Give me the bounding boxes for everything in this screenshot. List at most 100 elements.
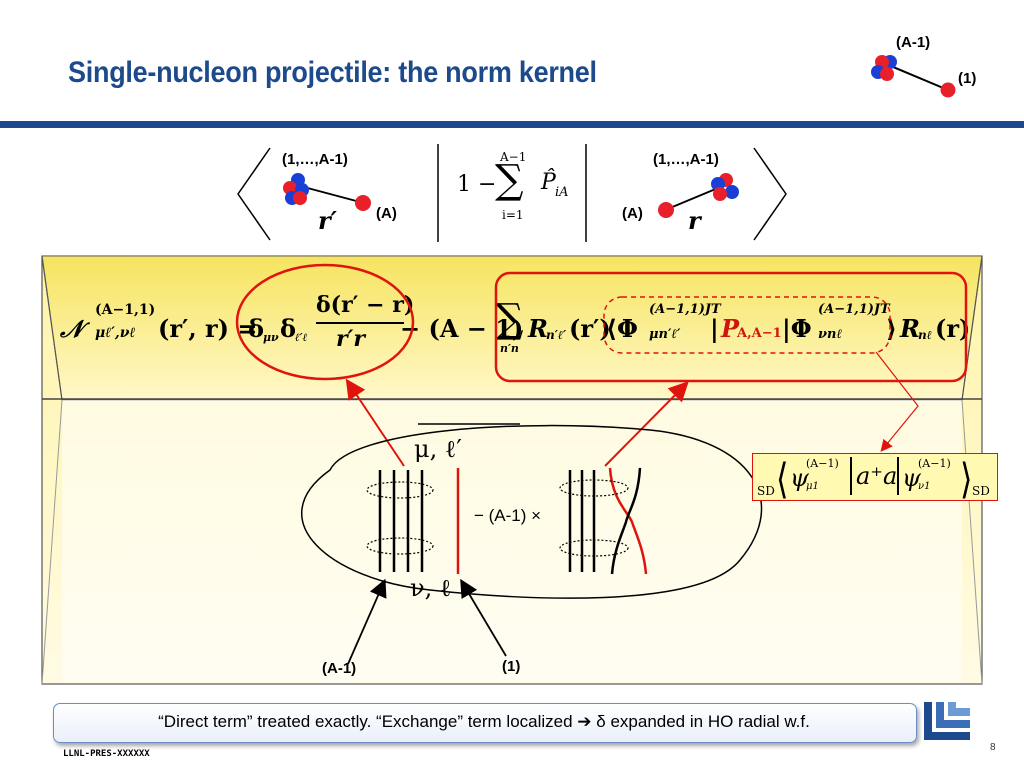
radial-left-arg: (r′) (569, 314, 611, 343)
llnl-logo-icon (924, 702, 970, 740)
direct-cluster-lines (378, 470, 424, 572)
corner-cluster-label: (A-1) (896, 34, 931, 51)
operator-sum-upper: A−1 (500, 150, 527, 164)
direct-denominator: r′r (336, 326, 365, 352)
direct-delta-2-sub: ℓ′ℓ (295, 331, 308, 344)
kernel-lhs-symbol: 𝒩 (60, 314, 83, 343)
kernel-lhs-sub: μℓ′,νℓ (95, 325, 136, 341)
operator-p-hat: P̂ (541, 170, 556, 195)
sd-ket-bracket: ⟩ (960, 454, 973, 504)
kernel-lhs-sup: (A−1,1) (95, 302, 156, 318)
exchange-arrow (604, 381, 689, 467)
diagram-bottom-label: ν, ℓ (410, 574, 452, 602)
corner-bond-line (885, 63, 949, 91)
sd-ket-label: SD (972, 484, 990, 498)
exchange-top-ring (559, 479, 629, 497)
sd-ket-sub: ν1 (918, 481, 931, 492)
right-coordinate: r (688, 206, 701, 235)
footnote-part-2: δ expanded in HO radial w.f. (591, 712, 810, 731)
sd-ket-sup: (A−1) (918, 457, 951, 470)
direct-arrow (345, 378, 405, 467)
corner-nucleus-diagram (871, 55, 956, 98)
left-nucleon-label: (A) (376, 205, 397, 222)
diagram-top-label: μ, ℓ′ (414, 435, 462, 463)
panel-edge-left (41, 255, 63, 401)
neutron-icon (725, 185, 739, 199)
operator-sum-sign: ∑ (495, 157, 524, 203)
nucleon-pointer-arrow (460, 578, 507, 657)
ket-phi: |Φ (782, 314, 812, 343)
diagram-middle-label: − (A-1) × (474, 506, 542, 525)
left-cluster-label: (1,…,A-1) (282, 151, 348, 168)
exchange-sum-sign: ∑ (495, 296, 524, 342)
proton-icon (880, 67, 894, 81)
direct-numerator: δ(r′ − r) (316, 292, 415, 318)
operator-one-minus: 1 − (457, 172, 497, 197)
proton-icon (293, 191, 307, 205)
antisymmetrizer-operator: P (721, 314, 740, 343)
right-angle-bracket (753, 147, 787, 241)
panel-edge-right (961, 255, 983, 401)
sd-bra-bracket: ⟨ (776, 454, 789, 504)
bra-phi-sub: μn′ℓ′ (649, 327, 681, 342)
bra-phi-sup: (A−1,1)JT (649, 302, 721, 317)
diagram-cluster-label: (A-1) (322, 660, 357, 677)
right-bond-line (669, 187, 719, 209)
radial-right-arg: (r) (935, 314, 971, 343)
nucleon-a-icon (355, 195, 371, 211)
radial-right-sub: nℓ (918, 328, 932, 342)
exchange-nucleon-line (608, 467, 648, 575)
direct-top-ring (366, 481, 434, 499)
diagram-loop (301, 424, 763, 599)
operator-bar-left: | (710, 314, 719, 343)
direct-delta-1: δ (248, 314, 265, 343)
footnote-box (53, 703, 917, 743)
direct-delta-1-sub: μν (263, 331, 279, 344)
nucleon-a-icon (658, 202, 674, 218)
exchange-cluster-lines (568, 470, 596, 572)
sd-bra-sup: (A−1) (806, 457, 839, 470)
footnote-text: “Direct term” treated exactly. “Exchange… (53, 712, 915, 732)
operator-p-sub: iA (555, 185, 569, 200)
radial-right: R (900, 314, 920, 343)
footnote-part-1: “Direct term” treated exactly. “Exchange… (158, 712, 578, 731)
cluster-pointer-arrow (347, 578, 387, 665)
left-angle-bracket (237, 147, 271, 241)
panel-interior (62, 400, 962, 682)
right-nucleon-label: (A) (622, 205, 643, 222)
ket-phi-sup: (A−1,1)JT (818, 302, 890, 317)
operator-sum-lower: i=1 (502, 208, 524, 222)
sd-bar-right (897, 457, 899, 495)
ket-close: ⟩ (886, 314, 897, 343)
ket-phi-sub: νnℓ (818, 327, 843, 342)
sd-bra-label: SD (757, 484, 775, 498)
footer-code: LLNL-PRES-XXXXXX (63, 749, 150, 759)
left-bond-line (299, 185, 361, 203)
sd-matrix-element-box (752, 453, 998, 501)
direct-fraction-bar (316, 322, 404, 324)
projectile-nucleon-icon (940, 82, 956, 98)
panel-inner-right (961, 399, 983, 685)
page-title: Single-nucleon projectile: the norm kern… (68, 56, 597, 89)
sd-ket-psi: ψ (902, 464, 921, 492)
antisymmetrizer-sub: A,A−1 (737, 326, 782, 341)
exchange-sum-lower: n′n (500, 342, 519, 355)
diagram-nucleon-label: (1) (502, 658, 521, 675)
sd-operator: a⁺a (856, 462, 898, 490)
proton-icon (713, 187, 727, 201)
direct-bottom-ring (366, 537, 434, 555)
kernel-panel (41, 255, 983, 685)
sd-arrow (875, 351, 919, 452)
right-arrow-icon: ➔ (577, 712, 592, 731)
exchange-factor: − (A − 1) (400, 314, 524, 343)
radial-left: R (528, 314, 548, 343)
radial-left-sub: n′ℓ′ (546, 328, 567, 342)
direct-term-highlight (235, 263, 415, 381)
bra-phi: ⟨Φ (606, 314, 638, 343)
exchange-term-highlight (494, 271, 968, 383)
left-coordinate: r′ (318, 206, 337, 235)
corner-nucleon-label: (1) (958, 70, 977, 87)
panel-inner-left (41, 399, 63, 685)
sd-bra-sub: μ1 (806, 481, 819, 492)
